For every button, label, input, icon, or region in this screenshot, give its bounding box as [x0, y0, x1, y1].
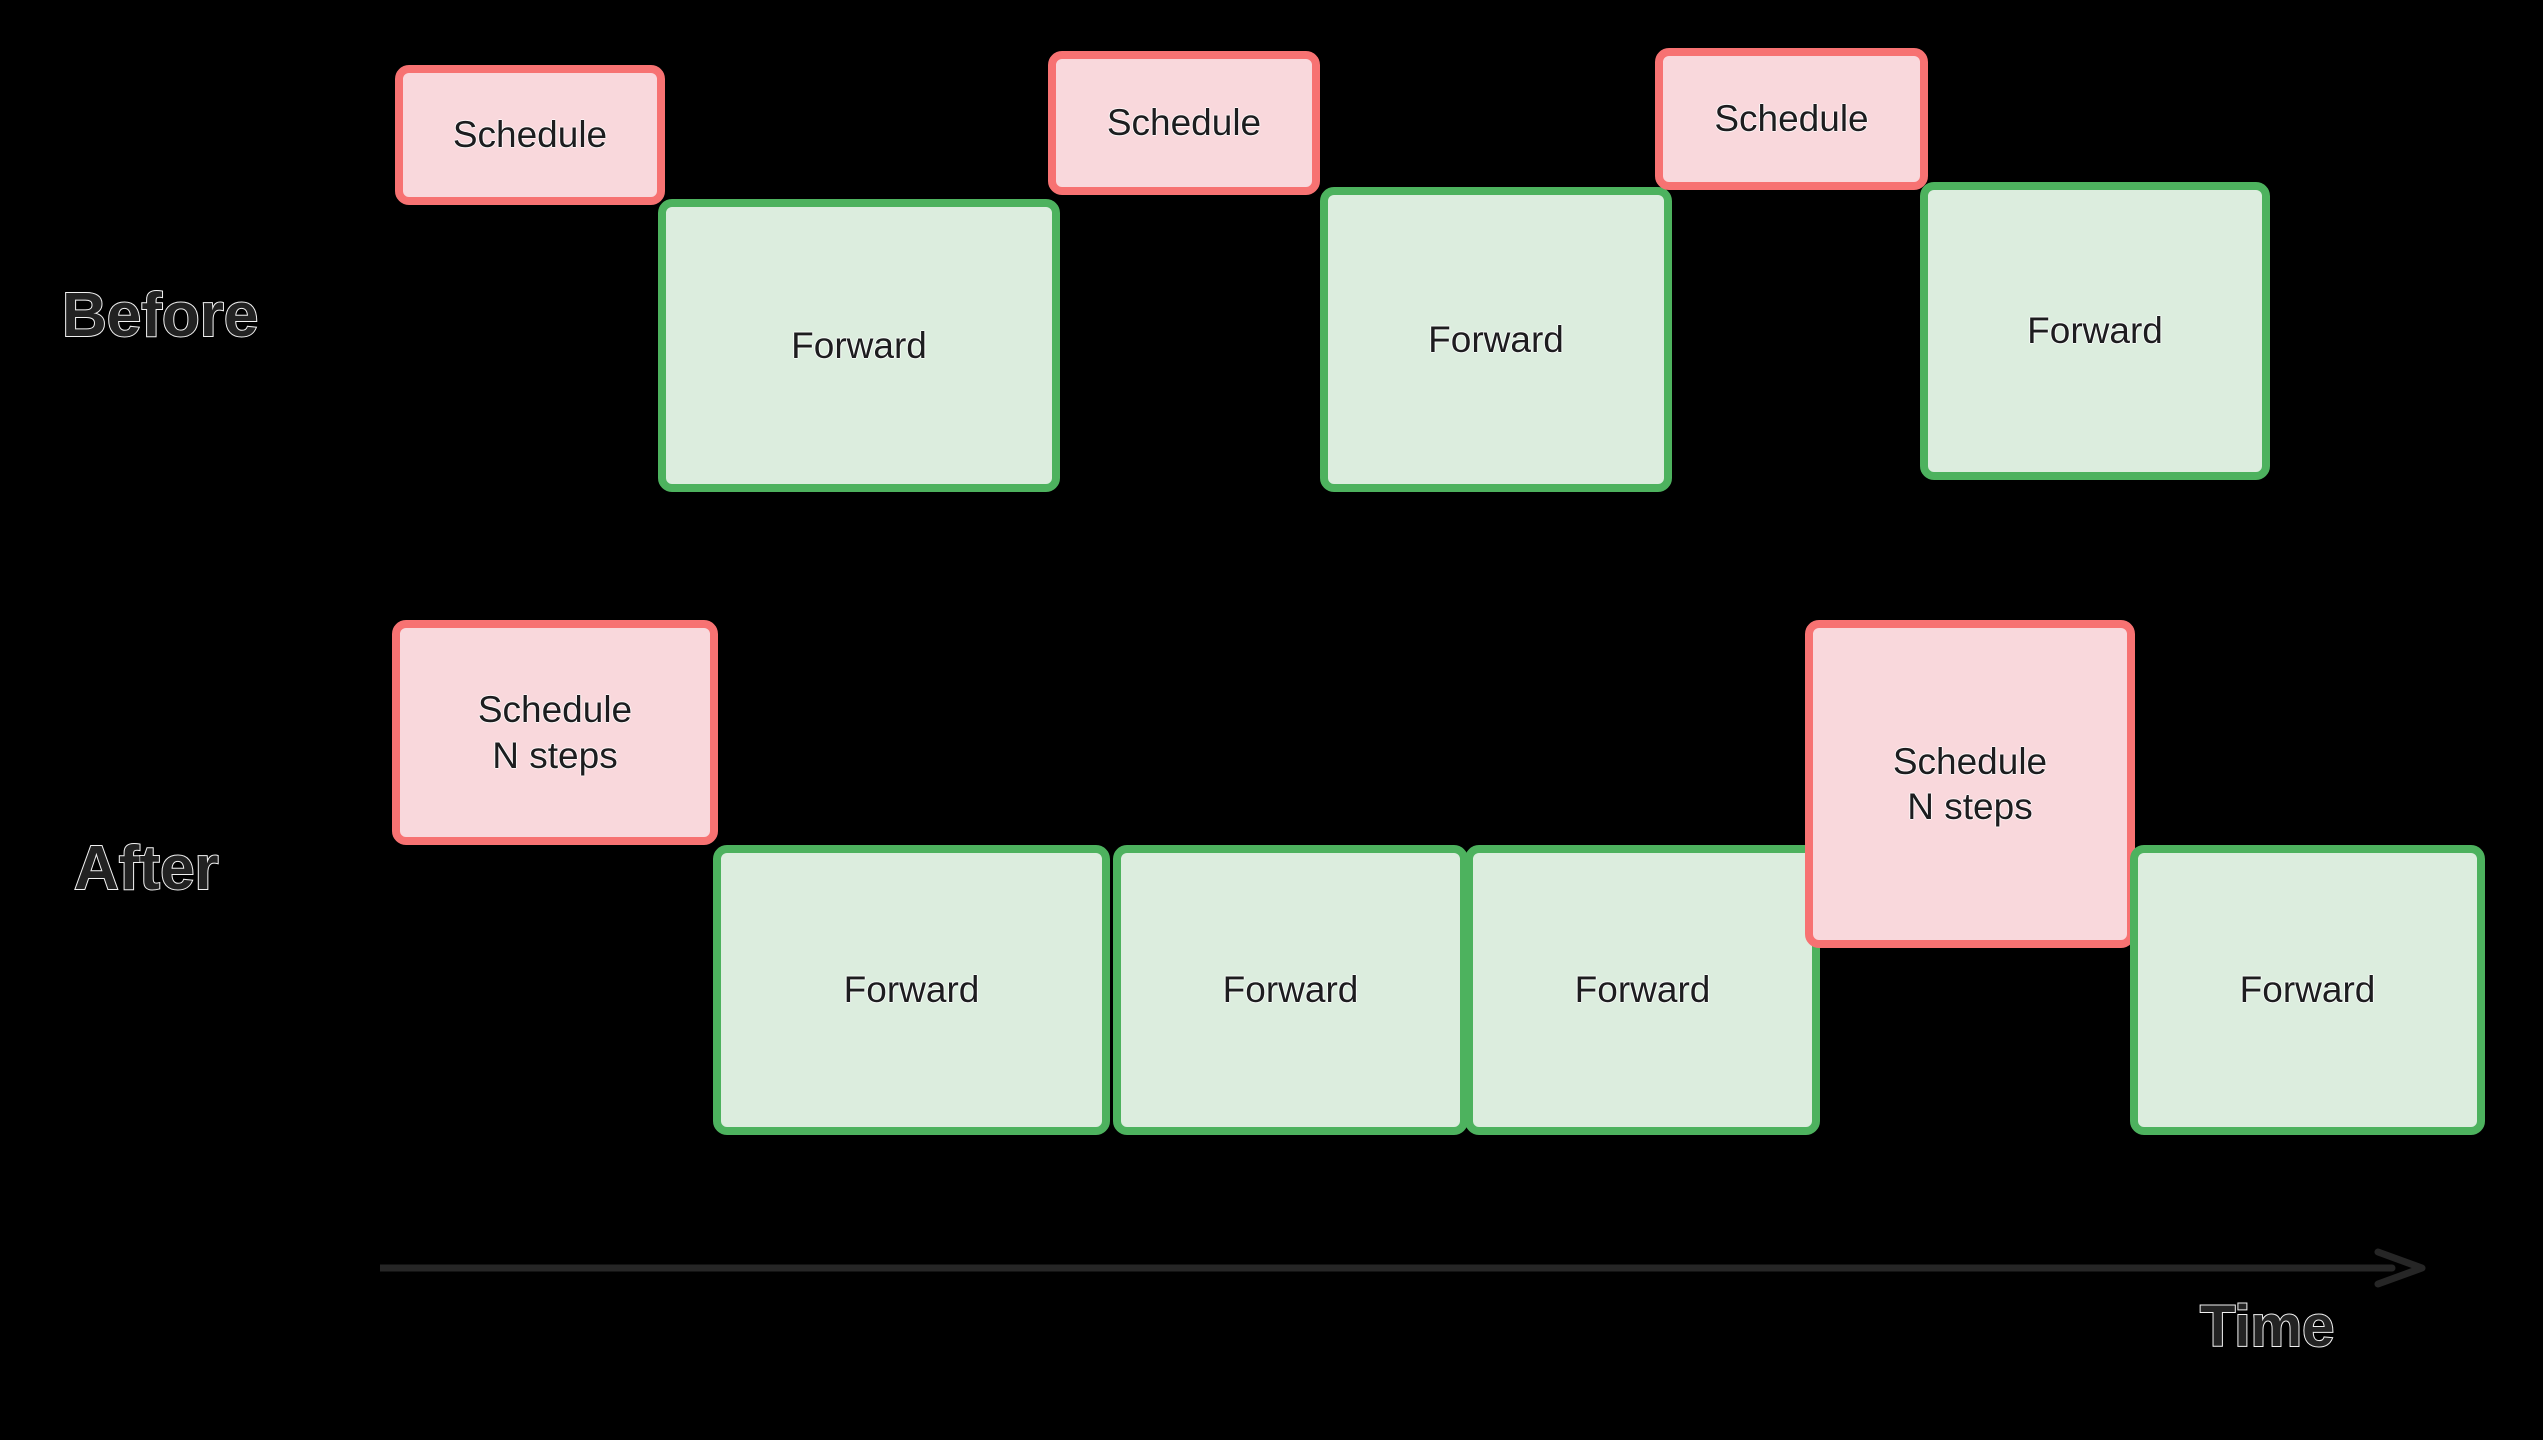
before-forward-block-1: Forward [658, 199, 1060, 492]
after-schedule-n-steps-block-2: Schedule N steps [1805, 620, 2135, 948]
row-label-before: Before [61, 281, 259, 350]
after-schedule-n-steps-block-1: Schedule N steps [392, 620, 718, 845]
row-label-after: After [73, 834, 220, 903]
before-schedule-block-2: Schedule [1048, 51, 1320, 195]
before-schedule-block-1: Schedule [395, 65, 665, 205]
after-forward-block-2: Forward [1113, 845, 1468, 1135]
before-forward-block-3: Forward [1920, 182, 2270, 480]
time-axis-arrow [380, 1248, 2430, 1288]
after-forward-block-1: Forward [713, 845, 1110, 1135]
before-schedule-block-3: Schedule [1655, 48, 1928, 190]
time-axis-label: Time [2199, 1294, 2335, 1359]
before-forward-block-2: Forward [1320, 187, 1672, 492]
after-forward-block-3: Forward [1465, 845, 1820, 1135]
after-forward-block-4: Forward [2130, 845, 2485, 1135]
